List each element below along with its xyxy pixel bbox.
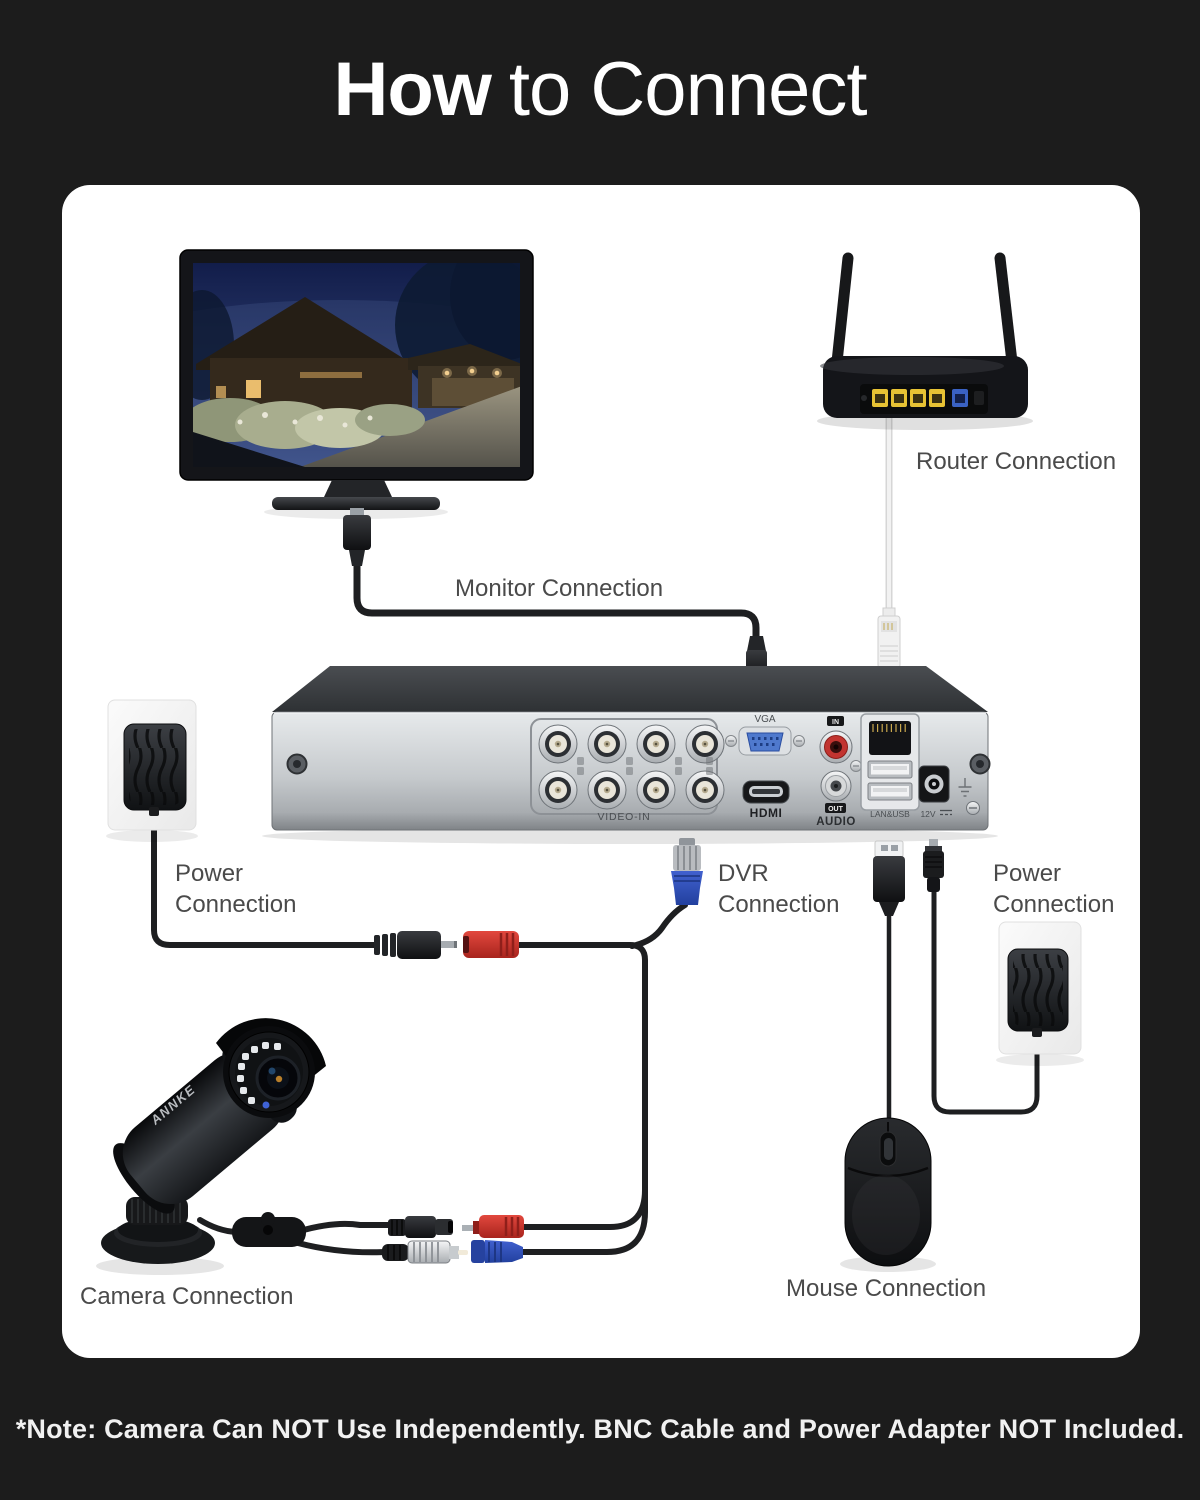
dvr-connection-label: DVR Connection <box>718 858 839 920</box>
hdmi-port: HDMI <box>742 780 790 820</box>
camera-ir-leds <box>237 1042 281 1104</box>
hdmi-plug-monitor <box>343 508 371 566</box>
usb-port-2 <box>867 782 913 801</box>
channel-marks <box>577 757 713 775</box>
12v-label: 12V <box>920 809 935 819</box>
monitor-connection-label: Monitor Connection <box>455 575 664 602</box>
router-power-jack <box>974 391 984 405</box>
bnc-connector-blue-female <box>471 1240 523 1263</box>
title-regular: to Connect <box>508 47 868 132</box>
dc-coupler-red <box>463 931 519 958</box>
video-in-label: VIDEO-IN <box>597 811 650 823</box>
dvr-top-face <box>272 666 988 712</box>
power-adapter-right <box>996 921 1084 1066</box>
camera-front-face <box>223 1026 315 1118</box>
power-cable-right <box>931 887 1040 1115</box>
power-left-line2: Connection <box>175 891 297 918</box>
power-connection-label-right: Power Connection <box>993 858 1114 920</box>
lan-usb-block: LAN&USB <box>860 713 920 819</box>
router-antenna-right <box>994 252 1018 368</box>
hdmi-label: HDMI <box>750 806 783 820</box>
dvr-screw-left <box>286 753 308 775</box>
dvr-screw-bottom-right <box>966 801 980 815</box>
dvr-screw-right <box>969 753 991 775</box>
power-adapter-left <box>106 699 198 842</box>
router <box>817 252 1033 430</box>
camera-status-led <box>262 1101 270 1109</box>
camera-video-power-cable <box>515 902 688 1255</box>
ground-symbol <box>958 778 972 797</box>
camera-connection-label: Camera Connection <box>80 1283 294 1310</box>
camera-dc-pigtail <box>388 1216 453 1238</box>
dc-plug-right <box>923 839 944 892</box>
title-bold: How <box>333 47 491 132</box>
bnc-blue-body <box>671 871 703 905</box>
router-reset-button <box>861 395 867 401</box>
bnc-ports <box>538 724 725 810</box>
lan-usb-label: LAN&USB <box>870 809 910 819</box>
usb-plug <box>873 840 905 916</box>
audio-out-badge: OUT <box>828 806 844 813</box>
dc-plug-male-left <box>374 931 457 959</box>
hdmi-cable <box>353 558 760 644</box>
power-connection-label-left: Power Connection <box>175 858 296 920</box>
dvr-shadow <box>262 828 998 844</box>
dc-power-jack: 12V <box>918 765 952 819</box>
monitor-screen <box>193 263 520 467</box>
audio-in-badge: IN <box>832 719 839 726</box>
camera-sun-shield <box>216 1018 326 1078</box>
dvr-video-in-block: VIDEO-IN <box>530 718 725 823</box>
monitor-stand-neck <box>324 480 392 497</box>
mouse-connection-label: Mouse Connection <box>786 1275 987 1302</box>
power-cable-left <box>151 809 377 948</box>
mouse <box>840 1117 936 1272</box>
mouse-body <box>844 1117 932 1267</box>
router-wan-slot <box>955 394 965 403</box>
dvr: VIDEO-IN VGA HDMI <box>262 666 998 844</box>
vga-label: VGA <box>754 714 775 725</box>
dvr-line1: DVR <box>718 860 769 887</box>
bnc-connector-dvr <box>671 838 703 905</box>
power-right-line1: Power <box>993 860 1062 887</box>
router-antenna-left <box>831 252 854 368</box>
footnote: *Note: Camera Can NOT Use Independently.… <box>15 1414 1185 1444</box>
dc-voltage-symbol <box>940 809 952 816</box>
router-lan-ports <box>872 389 945 407</box>
audio-label: AUDIO <box>816 816 856 828</box>
vga-port: VGA <box>725 714 805 756</box>
monitor-stand-base <box>272 497 440 510</box>
mouse-button-split <box>847 1166 929 1178</box>
camera-cable-splitter <box>232 1212 306 1247</box>
rj45-plug <box>877 607 901 669</box>
camera-bnc-pigtail <box>382 1240 468 1264</box>
dc-plug-male-red <box>462 1215 524 1238</box>
power-right-line2: Connection <box>993 891 1115 918</box>
monitor <box>179 249 534 519</box>
usb-port-1 <box>867 760 913 779</box>
dvr-line2: Connection <box>718 891 840 918</box>
audio-ports: IN OUT AUDIO <box>816 716 862 828</box>
power-left-line1: Power <box>175 860 244 887</box>
router-connection-label: Router Connection <box>916 448 1117 475</box>
